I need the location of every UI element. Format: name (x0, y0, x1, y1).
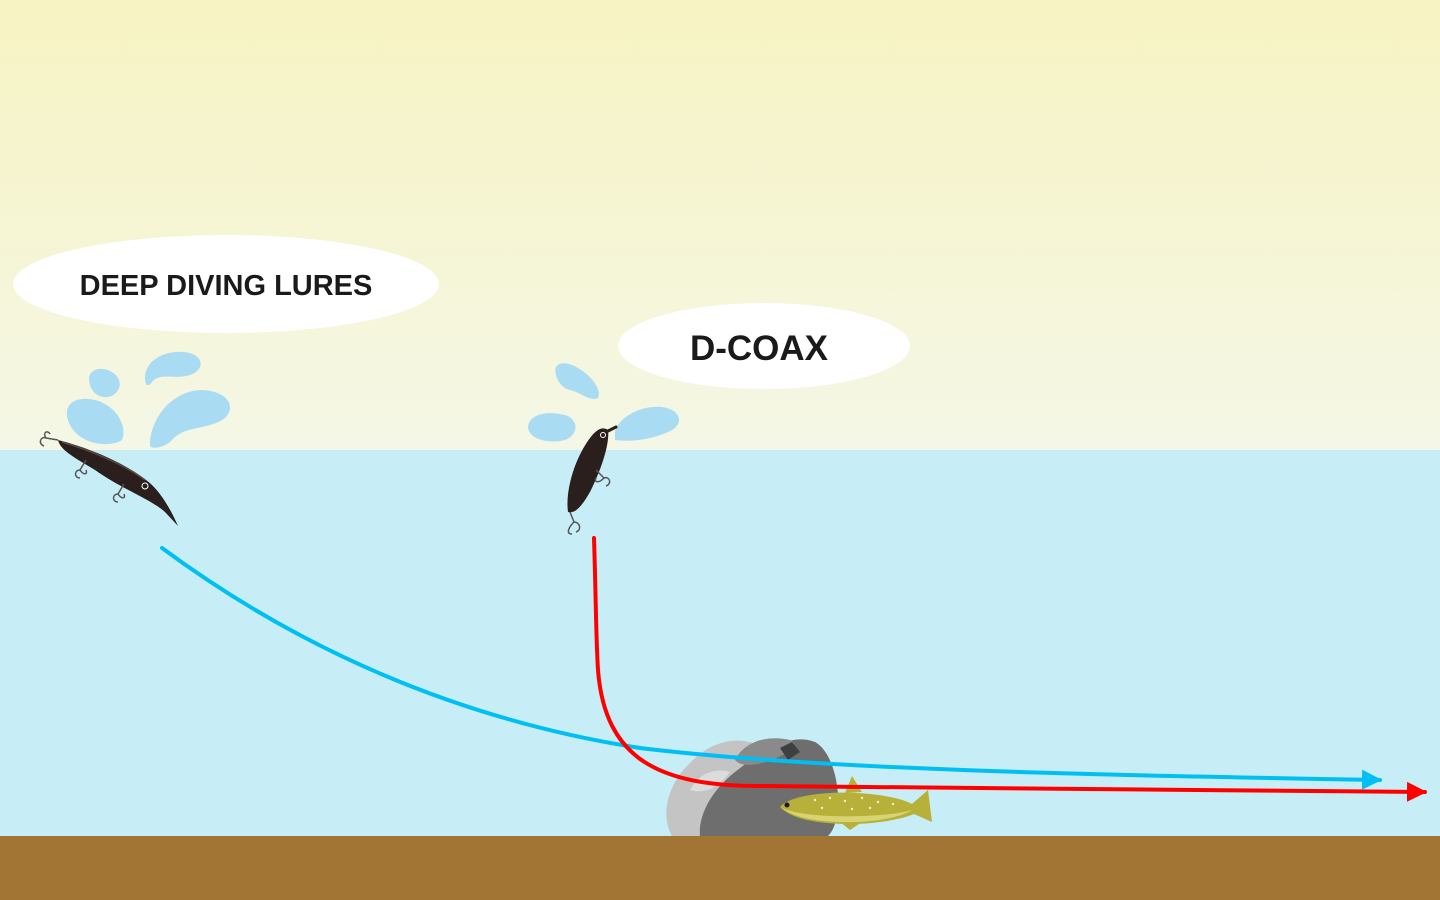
left-splash-icon (66, 351, 231, 448)
center-splash-icon (528, 363, 680, 442)
d-coax-bubble: D-COAX (618, 303, 910, 389)
deep-diving-label: DEEP DIVING LURES (80, 270, 373, 302)
d-coax-label: D-COAX (690, 329, 829, 368)
d-coax-lure-icon (567, 425, 618, 535)
d-coax-path (592, 536, 1427, 802)
deep-diving-lure-icon (39, 431, 178, 526)
deep-diving-path (160, 546, 1382, 790)
riverbed-ground (0, 836, 1440, 900)
deep-diving-bubble: DEEP DIVING LURES (13, 235, 439, 333)
